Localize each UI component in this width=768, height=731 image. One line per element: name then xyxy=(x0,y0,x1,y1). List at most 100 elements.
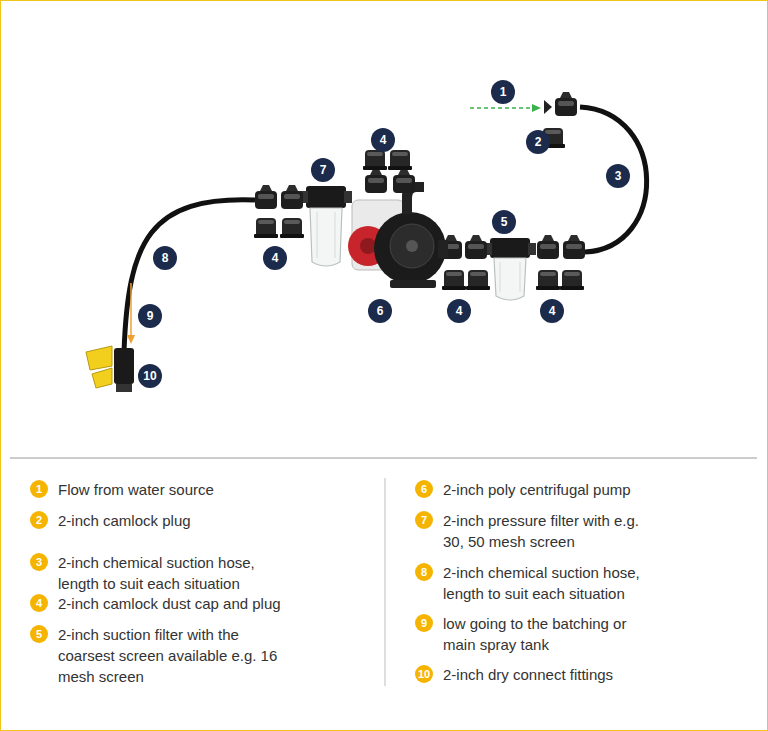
callout-number: 5 xyxy=(501,215,508,229)
dry-connect-handle xyxy=(92,368,112,388)
legend-item: 8 2-inch chemical suction hose, length to… xyxy=(415,562,655,604)
camlock-lever xyxy=(544,100,552,114)
callout-circle: 2 xyxy=(526,130,550,154)
pressure-filter-head xyxy=(306,186,346,208)
legend-item: 1 Flow from water source xyxy=(30,479,350,500)
legend-text: 2-inch camlock dust cap and plug xyxy=(58,593,281,614)
dust-cap xyxy=(254,218,278,238)
suction-filter-bowl xyxy=(494,258,526,300)
legend-number: 7 xyxy=(415,511,433,529)
callout-number: 9 xyxy=(147,309,154,323)
callout-circle: 5 xyxy=(492,210,516,234)
flow-arrow xyxy=(130,283,132,336)
callout-circle: 1 xyxy=(491,80,515,104)
filter-port xyxy=(528,243,536,255)
callout-number: 4 xyxy=(456,304,463,318)
callout-number: 1 xyxy=(500,85,507,99)
dry-connect-body xyxy=(114,348,134,384)
filter-port xyxy=(344,191,352,203)
legend-text: 2-inch pressure filter with e.g. 30, 50 … xyxy=(443,510,650,552)
flow-arrowhead xyxy=(532,104,541,112)
bowl-rib xyxy=(520,262,521,292)
legend-text: 2-inch chemical suction hose, length to … xyxy=(58,552,270,594)
callout-number: 3 xyxy=(615,169,622,183)
bowl-rib xyxy=(335,212,336,258)
camlock-coupler xyxy=(563,235,585,259)
callout-circle: 3 xyxy=(606,164,630,188)
dust-cap xyxy=(363,150,387,170)
bowl-rib xyxy=(500,262,501,292)
callout-circle: 6 xyxy=(368,299,392,323)
suction-hose xyxy=(124,200,255,352)
callout-circle: 4 xyxy=(263,246,287,270)
callout-number: 8 xyxy=(162,251,169,265)
dust-cap xyxy=(442,270,466,290)
column-divider xyxy=(385,478,386,686)
camlock-coupler xyxy=(255,185,277,209)
pump-base xyxy=(390,280,436,288)
flow-arrow xyxy=(470,107,532,109)
pump-inlet xyxy=(438,240,448,258)
legend-item: 7 2-inch pressure filter with e.g. 30, 50… xyxy=(415,510,650,552)
legend-text: 2-inch chemical suction hose, length to … xyxy=(443,562,655,604)
legend-item: 3 2-inch chemical suction hose, length to… xyxy=(30,552,270,594)
legend-item: 6 2-inch poly centrifugal pump xyxy=(415,479,745,500)
legend-item: 9low going to the batching or main spray… xyxy=(415,613,645,655)
legend-item: 2 2-inch camlock plug xyxy=(30,510,350,531)
camlock-plug xyxy=(466,270,490,290)
legend-text: 2-inch camlock plug xyxy=(58,510,191,531)
legend-number: 2 xyxy=(30,511,48,529)
callout-circle: 9 xyxy=(138,304,162,328)
camlock-coupler xyxy=(281,185,303,209)
callout-number: 4 xyxy=(272,251,279,265)
camlock-plug xyxy=(388,150,412,170)
pressure-filter-bowl xyxy=(310,208,342,266)
legend-number: 8 xyxy=(415,563,433,581)
callout-number: 6 xyxy=(377,304,384,318)
camlock-coupler xyxy=(537,235,559,259)
legend-number: 1 xyxy=(30,480,48,498)
callout-circle: 8 xyxy=(153,246,177,270)
suction-hose xyxy=(580,107,647,252)
callout-number: 4 xyxy=(549,304,556,318)
camlock-coupler xyxy=(465,235,487,259)
camlock-plug xyxy=(280,218,304,238)
legend-item: 52-inch suction filter with the coarsest… xyxy=(30,624,280,687)
legend-item: 102-inch dry connect fittings xyxy=(415,664,745,685)
pump-eye xyxy=(406,240,418,252)
engine-hub xyxy=(360,238,376,254)
camlock-coupler xyxy=(365,169,387,193)
camlock-plug xyxy=(560,270,584,290)
callout-circle: 7 xyxy=(311,158,335,182)
legend-number: 4 xyxy=(30,594,48,612)
legend-number: 3 xyxy=(30,553,48,571)
pump-volute xyxy=(374,212,446,284)
callout-circle: 4 xyxy=(371,128,395,152)
bowl-rib xyxy=(317,212,318,258)
flow-arrowhead xyxy=(127,335,135,344)
callout-number: 4 xyxy=(380,133,387,147)
suction-filter-head xyxy=(490,238,530,258)
legend-text: 2-inch poly centrifugal pump xyxy=(443,479,631,500)
pump-face xyxy=(390,224,434,268)
legend-item: 4 2-inch camlock dust cap and plug xyxy=(30,593,350,614)
camlock-coupler xyxy=(393,169,415,193)
dry-connect-handle xyxy=(86,346,112,370)
legend-text: Flow from water source xyxy=(58,479,214,500)
dry-connect-nose xyxy=(116,384,132,392)
callout-number: 7 xyxy=(320,163,327,177)
legend-number: 9 xyxy=(415,614,433,632)
callout-circle: 4 xyxy=(540,299,564,323)
callout-circle: 4 xyxy=(447,299,471,323)
divider-line xyxy=(10,458,757,459)
callout-number: 2 xyxy=(535,135,542,149)
dust-cap xyxy=(536,270,560,290)
legend-text: 2-inch dry connect fittings xyxy=(443,664,613,685)
legend-number: 6 xyxy=(415,480,433,498)
legend-number: 5 xyxy=(30,625,48,643)
callout-circle: 10 xyxy=(138,364,162,388)
